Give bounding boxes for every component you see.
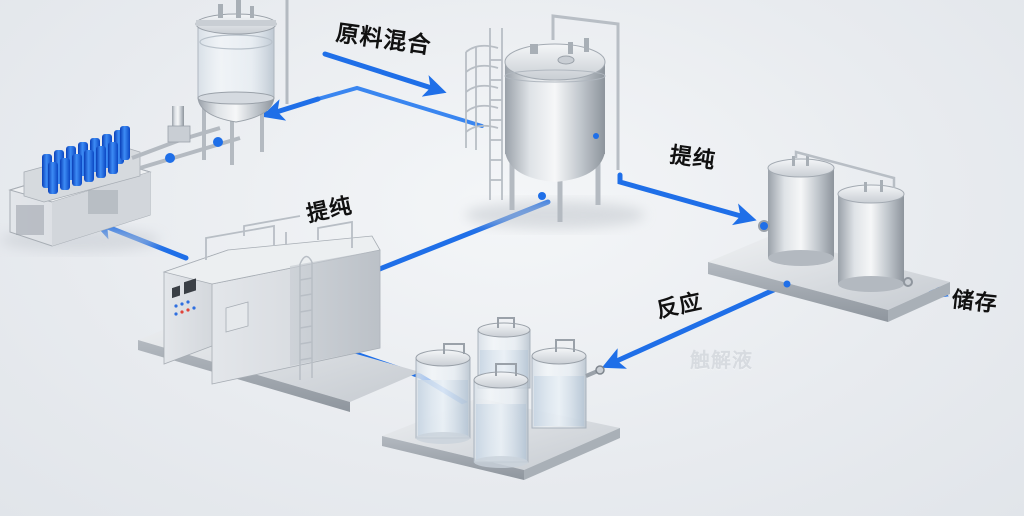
control-buttons: [174, 300, 196, 316]
filter-bank: [0, 106, 241, 252]
storage-tank-2: [837, 180, 905, 292]
glass-reactor-array: [382, 317, 620, 480]
label-watermark: 触解液: [690, 348, 753, 372]
label-storage: 储存: [950, 287, 999, 318]
reactor-jar-left: [415, 343, 471, 444]
flow-arrow-storage-to-reactors: [601, 281, 790, 369]
flow-arrow-tank-to-vessel: [316, 85, 484, 128]
label-purification-top: 提纯: [668, 142, 718, 175]
reactor-jar-right: [531, 339, 605, 429]
flow-arrow-tank-to-vessel-head: [261, 96, 321, 121]
control-screen-2: [184, 278, 196, 295]
unit-ladder: [299, 255, 313, 380]
flow-arrow-raw-material: [322, 51, 447, 97]
blue-filter-cartridges: [42, 126, 130, 194]
control-screen-1: [172, 285, 180, 299]
purification-unit: [138, 215, 420, 412]
flow-arrow-tank-to-storage: [617, 172, 757, 226]
storage-tank-1: [758, 154, 835, 266]
steel-mixing-tank: [465, 14, 645, 229]
glass-mixing-vessel: [195, 0, 289, 165]
caged-ladder: [465, 28, 503, 200]
reactor-jar-front: [473, 363, 529, 468]
twin-storage-tanks: [708, 150, 950, 322]
